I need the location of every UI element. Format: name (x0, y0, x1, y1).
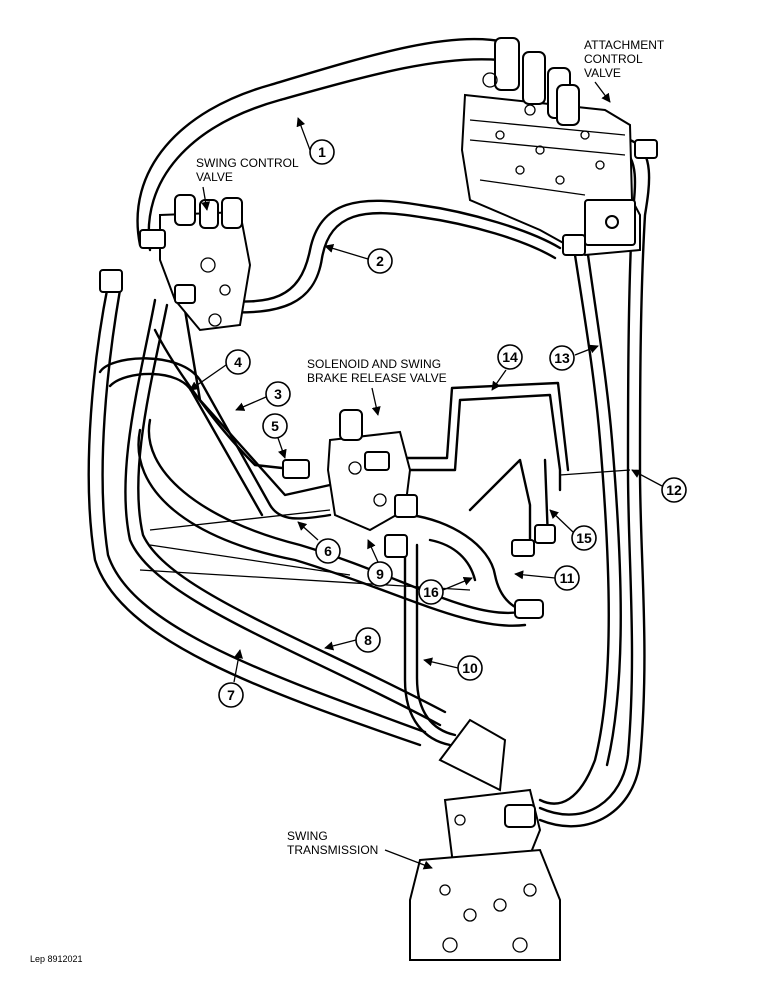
hose-8 (124, 298, 442, 727)
callout-8-number: 8 (364, 632, 372, 648)
callout-3: 3 (235, 381, 291, 411)
callout-2: 2 (324, 244, 393, 274)
label-transmission-line2: TRANSMISSION (287, 843, 378, 857)
callout-13-number: 13 (554, 350, 570, 366)
callout-10: 10 (423, 655, 483, 681)
label-attachment-line1: ATTACHMENT (584, 38, 665, 52)
circle-number-icon (571, 525, 597, 551)
label-swing-transmission: SWING TRANSMISSION (287, 829, 433, 870)
callout-7-number: 7 (227, 687, 235, 703)
callout-1: 1 (296, 117, 335, 165)
label-attachment-line3: VALVE (584, 66, 621, 80)
callout-6: 6 (297, 521, 341, 564)
hose-12 (538, 138, 651, 828)
callout-8: 8 (324, 627, 381, 653)
circle-number-icon (549, 345, 575, 371)
hose-4 (183, 308, 332, 497)
hose-16 (428, 538, 477, 582)
circle-number-icon (661, 477, 687, 503)
callout-4: 4 (189, 349, 251, 391)
callout-9-number: 9 (376, 566, 384, 582)
swing-transmission (409, 718, 561, 961)
circle-number-icon (457, 655, 483, 681)
label-swing-line1: SWING CONTROL (196, 156, 299, 170)
solenoid-brake-release-valve (282, 409, 556, 619)
hose-15 (468, 458, 532, 542)
hose-6 (147, 418, 522, 615)
callout-9: 9 (367, 539, 393, 587)
callout-3-number: 3 (274, 386, 282, 402)
callout-10-number: 10 (462, 660, 478, 676)
callout-12-number: 12 (666, 482, 682, 498)
callout-group: 1 2 3 4 5 6 (189, 117, 687, 708)
label-attachment-valve: ATTACHMENT CONTROL VALVE (584, 38, 665, 103)
callout-4-number: 4 (234, 354, 242, 370)
callout-2-number: 2 (376, 253, 384, 269)
hose-14 (398, 393, 562, 492)
label-transmission-line1: SWING (287, 829, 328, 843)
callout-13: 13 (549, 344, 599, 371)
label-swing-line2: VALVE (196, 170, 233, 184)
attachment-control-valve (460, 37, 658, 257)
callout-15-number: 15 (576, 530, 592, 546)
hose-3 (98, 357, 332, 520)
circle-number-icon (367, 561, 393, 587)
circle-number-icon (265, 381, 291, 407)
callout-11: 11 (514, 565, 580, 591)
circle-number-icon (225, 349, 251, 375)
callout-1-number: 1 (318, 144, 326, 160)
arrow-icon (384, 849, 433, 870)
arrow-icon (371, 387, 381, 416)
swing-control-valve (99, 194, 252, 332)
circle-number-icon (262, 413, 288, 439)
callout-15: 15 (549, 509, 597, 551)
label-solenoid-valve: SOLENOID AND SWING BRAKE RELEASE VALVE (307, 357, 447, 416)
hose-1 (136, 37, 507, 247)
callout-14-number: 14 (502, 349, 518, 365)
drawing-code: Lep 8912021 (30, 954, 83, 964)
circle-number-icon (309, 139, 335, 165)
arrow-icon (201, 186, 211, 211)
circle-number-icon (218, 682, 244, 708)
label-attachment-line2: CONTROL (584, 52, 643, 66)
callout-7: 7 (218, 649, 244, 708)
callout-16: 16 (418, 576, 473, 605)
callout-6-number: 6 (324, 543, 332, 559)
hose-2 (213, 199, 562, 303)
circle-number-icon (355, 627, 381, 653)
callout-5-number: 5 (271, 418, 279, 434)
circle-number-icon (554, 565, 580, 591)
callout-14: 14 (491, 344, 523, 391)
hose-10 (403, 543, 452, 747)
circle-number-icon (418, 579, 444, 605)
arrow-icon (594, 81, 611, 103)
circle-number-icon (367, 248, 393, 274)
callout-11-number: 11 (560, 570, 575, 586)
circle-number-icon (315, 538, 341, 564)
label-solenoid-line1: SOLENOID AND SWING (307, 357, 441, 371)
callout-12: 12 (631, 469, 687, 503)
circle-number-icon (497, 344, 523, 370)
label-solenoid-line2: BRAKE RELEASE VALVE (307, 371, 447, 385)
callout-5: 5 (262, 413, 288, 459)
hose-7 (87, 283, 422, 747)
callout-16-number: 16 (423, 584, 439, 600)
hose-5 (153, 328, 302, 472)
label-swing-control-valve: SWING CONTROL VALVE (196, 156, 299, 211)
